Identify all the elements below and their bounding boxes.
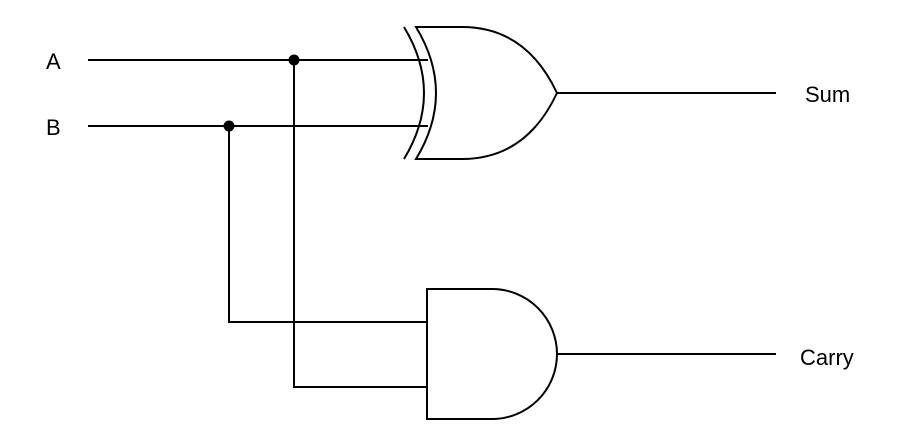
xor-gate-body (414, 26, 559, 160)
junction-a-dot (288, 54, 300, 66)
input-b-label: B (46, 115, 61, 140)
xor-gate (403, 26, 559, 160)
output-sum-label: Sum (805, 82, 850, 107)
junction-b-dot (223, 120, 235, 132)
and-gate (426, 288, 558, 420)
xor-gate-extra-curve (403, 26, 425, 160)
wire-a-branch (293, 60, 428, 388)
input-a-label: A (46, 49, 61, 74)
and-gate-body (426, 288, 558, 420)
output-carry-label: Carry (800, 345, 854, 370)
wire-b-branch (228, 126, 428, 323)
